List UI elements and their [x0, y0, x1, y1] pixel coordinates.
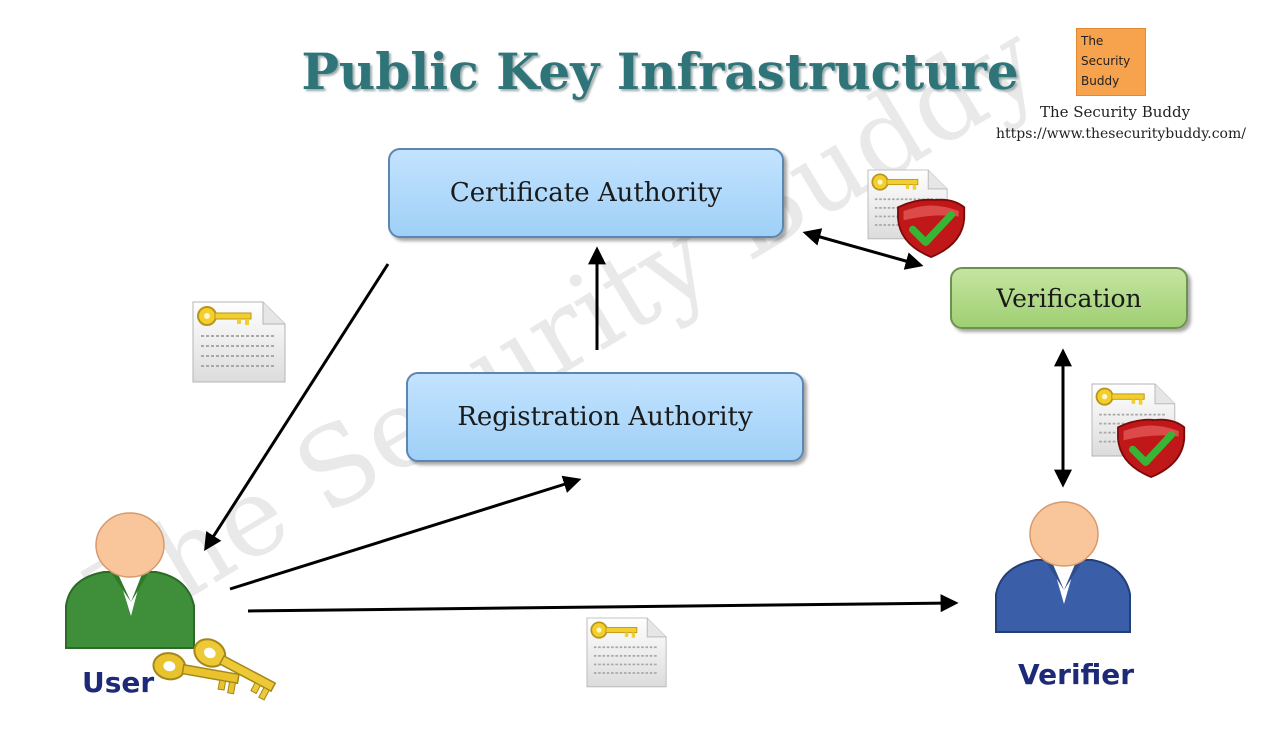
verifier-label: Verifier: [1018, 658, 1135, 691]
arrow-ca-to-user: [204, 263, 390, 552]
user-label: User: [82, 666, 155, 699]
certificate-authority-box: Certificate Authority: [388, 148, 784, 238]
check-shield-icon: [1118, 420, 1184, 477]
verification-box: Verification: [950, 267, 1188, 329]
brand-name: The Security Buddy: [1039, 103, 1191, 121]
logo-line: Buddy: [1081, 74, 1120, 88]
arrow-user-to-ra: [229, 475, 582, 591]
check-shield-icon: [898, 200, 964, 257]
certificate-icon: [586, 617, 667, 688]
arrow-ca-verification: [802, 228, 924, 270]
registration-authority-box: Registration Authority: [406, 372, 804, 462]
verifier-person-icon: [995, 501, 1131, 633]
page-title: Public Key Infrastructure: [301, 42, 1019, 101]
brand-url: https://www.thesecuritybuddy.com/: [996, 126, 1246, 142]
keys-icon: [152, 638, 277, 701]
user-person-icon: [65, 512, 195, 649]
logo-line: Security: [1081, 54, 1131, 68]
logo-line: The: [1081, 34, 1104, 48]
arrow-user-to-verifier: [247, 594, 959, 613]
brand-logo: The Security Buddy: [1076, 28, 1146, 96]
certificate-icon: [192, 301, 286, 383]
